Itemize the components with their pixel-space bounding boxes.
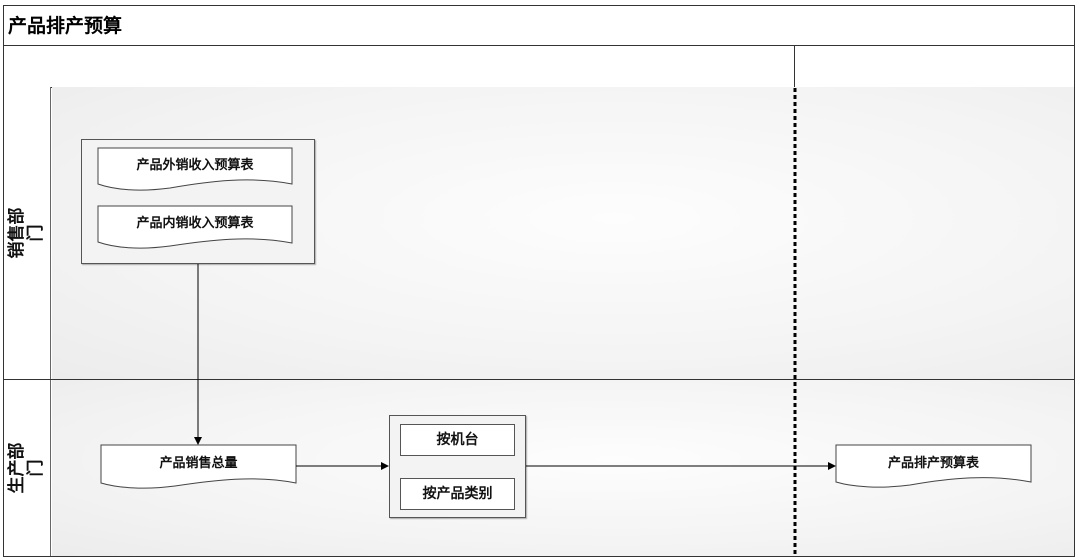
header-divider bbox=[794, 46, 795, 87]
lane-label-cell: 生产部门 bbox=[4, 380, 51, 556]
box-by-machine: 按机台 bbox=[400, 424, 515, 456]
doc-export-sales-budget: 产品外销收入预算表 bbox=[136, 158, 254, 173]
doc-production-schedule-budget: 产品排产预算表 bbox=[887, 456, 979, 471]
document-shape bbox=[835, 444, 1032, 488]
document-shape bbox=[100, 444, 297, 489]
lane-label-cell: 销售部门 bbox=[4, 87, 51, 379]
document-shape bbox=[97, 205, 293, 249]
box-by-product-category: 按产品类别 bbox=[400, 478, 515, 510]
diagram-title: 产品排产预算 bbox=[3, 5, 1075, 46]
document-shape bbox=[97, 147, 293, 191]
doc-domestic-sales-budget: 产品内销收入预算表 bbox=[136, 216, 254, 231]
doc-total-sales-volume: 产品销售总量 bbox=[159, 456, 238, 471]
